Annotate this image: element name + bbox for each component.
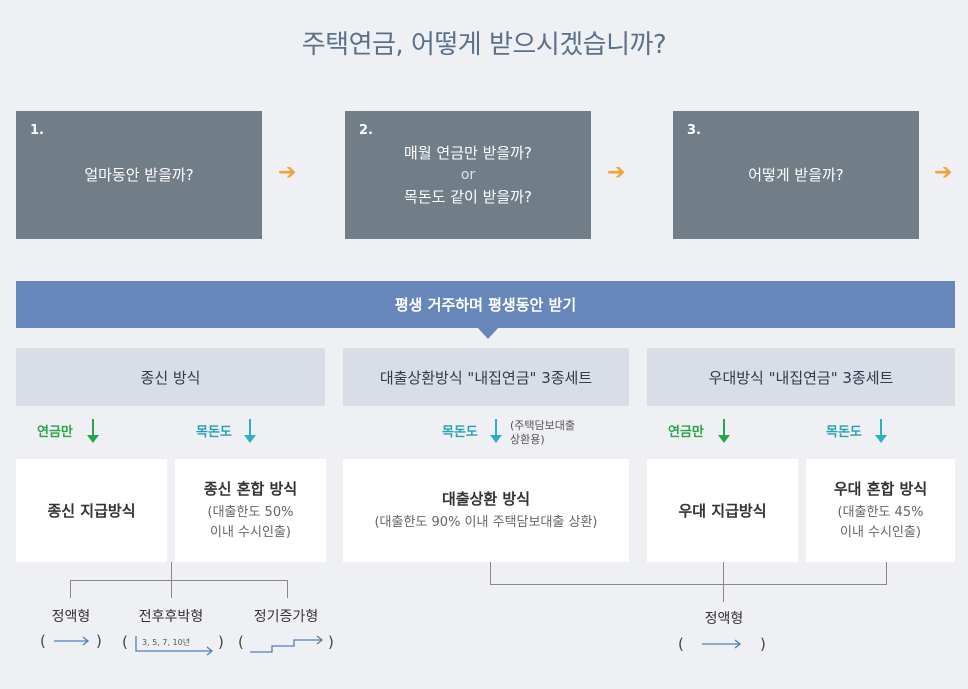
step-or-text: or [460, 167, 476, 183]
connector-line [287, 580, 288, 598]
arrow-down-icon [490, 419, 502, 443]
card-loan-repayment: 대출상환 방식 (대출한도 90% 이내 주택담보대출 상환) [343, 459, 629, 562]
lifetime-banner: 평생 거주하며 평생동안 받기 [16, 281, 955, 328]
category-preferential: 우대방식 "내집연금" 3종세트 [647, 348, 955, 406]
fixed-flow-icon: ( ) [40, 630, 104, 652]
arrow-down-icon [718, 419, 730, 443]
step-question-line: 어떻게 받을까? [748, 166, 844, 184]
fixed-flow-icon: ( ) [678, 633, 770, 655]
svg-text:(: ( [678, 635, 684, 653]
card-title: 종신 지급방식 [47, 502, 136, 520]
type-fixed: 정액형 [51, 609, 91, 625]
front-loaded-flow-icon: ( ) 3, 5, 7, 10년 [122, 630, 226, 656]
svg-text:): ) [96, 632, 102, 650]
step-question: 어떻게 받을까? [673, 111, 919, 239]
label-lump-sum: 목돈도 [442, 425, 478, 440]
card-detail: (대출한도 45% 이내 수시인출) [837, 505, 924, 540]
type-fixed-right: 정액형 [704, 611, 744, 627]
svg-text:(: ( [238, 633, 244, 651]
arrow-right-icon: ➔ [934, 160, 953, 185]
increasing-flow-icon: ( ) [238, 630, 338, 656]
arrow-down-icon [875, 419, 887, 443]
svg-text:): ) [760, 635, 766, 653]
card-title: 우대 혼합 방식 [833, 480, 928, 498]
card-lifetime-payment: 종신 지급방식 [16, 459, 167, 562]
connector-line [70, 580, 288, 581]
svg-text:(: ( [40, 632, 46, 650]
type-front-loaded: 전후후박형 [138, 609, 204, 625]
card-title: 종신 혼합 방식 [203, 480, 298, 498]
connector-line [886, 562, 887, 584]
step-1-box: 1. 얼마동안 받을까? [16, 111, 262, 239]
arrow-right-icon: ➔ [607, 160, 626, 185]
category-lifetime: 종신 방식 [16, 348, 325, 406]
connector-line [171, 562, 172, 580]
connector-line [723, 562, 724, 602]
connector-line [70, 580, 71, 598]
arrow-right-icon: ➔ [278, 160, 297, 185]
label-pension-only: 연금만 [668, 425, 704, 440]
svg-text:(: ( [122, 633, 128, 651]
svg-text:): ) [218, 633, 224, 651]
step-number: 3. [687, 123, 701, 138]
connector-line [171, 580, 172, 598]
step-3-box: 3. 어떻게 받을까? [673, 111, 919, 239]
card-detail: (대출한도 90% 이내 주택담보대출 상환) [374, 515, 598, 530]
arrow-down-icon [87, 419, 99, 443]
step-question-line: 목돈도 같이 받을까? [404, 188, 532, 206]
arrow-down-icon [244, 419, 256, 443]
card-preferential-mixed: 우대 혼합 방식 (대출한도 45% 이내 수시인출) [806, 459, 955, 562]
label-pension-only: 연금만 [37, 425, 73, 440]
connector-line [490, 584, 887, 585]
label-lump-sum: 목돈도 [826, 425, 862, 440]
label-lump-sum: 목돈도 [196, 425, 232, 440]
banner-pointer [477, 327, 499, 339]
type-increasing: 정기증가형 [253, 609, 319, 625]
connector-line [490, 562, 491, 584]
page-title: 주택연금, 어떻게 받으시겠습니까? [301, 30, 667, 60]
step-question: 얼마동안 받을까? [16, 111, 262, 239]
card-detail: (대출한도 50% 이내 수시인출) [207, 505, 294, 540]
card-title: 대출상환 방식 [441, 490, 531, 508]
category-loan-repayment: 대출상환방식 "내집연금" 3종세트 [343, 348, 629, 406]
card-preferential-payment: 우대 지급방식 [647, 459, 798, 562]
step-number: 1. [30, 123, 44, 138]
step-question-line: 매월 연금만 받을까? [404, 144, 532, 162]
step-question-line: 얼마동안 받을까? [84, 166, 194, 184]
repayment-note: (주택담보대출 상환용) [510, 419, 576, 446]
card-title: 우대 지급방식 [678, 502, 767, 520]
svg-text:): ) [328, 633, 334, 651]
step-number: 2. [359, 123, 373, 138]
step-question: 매월 연금만 받을까? or 목돈도 같이 받을까? [345, 111, 591, 239]
front-years-label: 3, 5, 7, 10년 [142, 638, 191, 647]
card-lifetime-mixed: 종신 혼합 방식 (대출한도 50% 이내 수시인출) [175, 459, 326, 562]
step-2-box: 2. 매월 연금만 받을까? or 목돈도 같이 받을까? [345, 111, 591, 239]
